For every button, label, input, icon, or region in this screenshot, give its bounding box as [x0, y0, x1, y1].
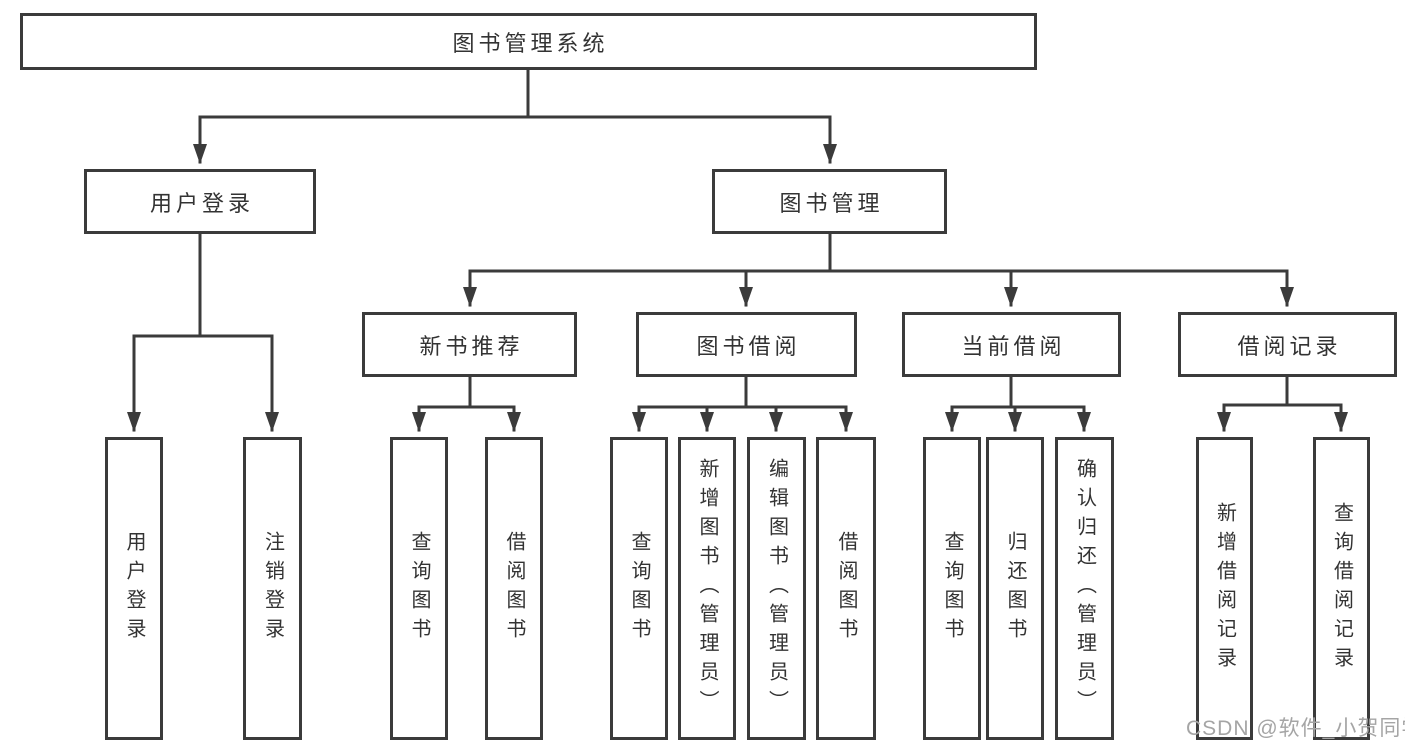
leaf-edit-book-admin-label: 编辑图书（管理员）: [765, 458, 788, 719]
leaf-query-books-current-label: 查询图书: [941, 530, 963, 647]
leaf-query-borrow-record: 查询借阅记录: [1313, 437, 1370, 740]
node-root-system: 图书管理系统: [20, 13, 1037, 70]
leaf-add-book-admin: 新增图书（管理员）: [678, 437, 736, 740]
node-book-borrow: 图书借阅: [636, 312, 857, 377]
leaf-user-login-label: 用户登录: [123, 530, 145, 647]
csdn-watermark: CSDN @软件_小贺同学: [1186, 717, 1405, 740]
leaf-query-books-current: 查询图书: [923, 437, 981, 740]
leaf-query-borrow-record-label: 查询借阅记录: [1330, 501, 1353, 676]
node-current-borrow: 当前借阅: [902, 312, 1121, 377]
node-root-system-label: 图书管理系统: [452, 30, 609, 56]
leaf-logout-login-label: 注销登录: [261, 530, 284, 647]
leaf-add-book-admin-label: 新增图书（管理员）: [696, 458, 718, 719]
leaf-query-books-borrow-label: 查询图书: [628, 530, 650, 647]
leaf-return-book-label: 归还图书: [1004, 530, 1026, 647]
leaf-query-books-borrow: 查询图书: [610, 437, 668, 740]
node-book-borrow-label: 图书借阅: [696, 333, 801, 359]
leaf-borrow-books: 借阅图书: [816, 437, 876, 740]
node-borrow-records: 借阅记录: [1178, 312, 1397, 377]
leaf-return-book: 归还图书: [986, 437, 1044, 740]
node-new-book-recommend: 新书推荐: [362, 312, 577, 377]
leaf-user-login: 用户登录: [105, 437, 163, 740]
node-book-management-label: 图书管理: [779, 190, 884, 216]
node-new-book-recommend-label: 新书推荐: [419, 333, 524, 359]
leaf-borrow-books-recommend: 借阅图书: [485, 437, 543, 740]
leaf-query-books-recommend-label: 查询图书: [408, 530, 430, 647]
leaf-confirm-return-admin: 确认归还（管理员）: [1055, 437, 1114, 740]
node-borrow-records-label: 借阅记录: [1237, 333, 1342, 359]
node-book-management: 图书管理: [712, 169, 947, 234]
node-user-login-label: 用户登录: [149, 190, 254, 216]
leaf-edit-book-admin: 编辑图书（管理员）: [747, 437, 806, 740]
leaf-borrow-books-recommend-label: 借阅图书: [503, 530, 525, 647]
leaf-add-borrow-record-label: 新增借阅记录: [1213, 501, 1236, 676]
node-current-borrow-label: 当前借阅: [961, 333, 1066, 359]
node-user-login: 用户登录: [84, 169, 316, 234]
leaf-add-borrow-record: 新增借阅记录: [1196, 437, 1253, 740]
leaf-query-books-recommend: 查询图书: [390, 437, 448, 740]
leaf-logout-login: 注销登录: [243, 437, 302, 740]
leaf-borrow-books-label: 借阅图书: [835, 530, 857, 647]
leaf-confirm-return-admin-label: 确认归还（管理员）: [1073, 458, 1096, 719]
